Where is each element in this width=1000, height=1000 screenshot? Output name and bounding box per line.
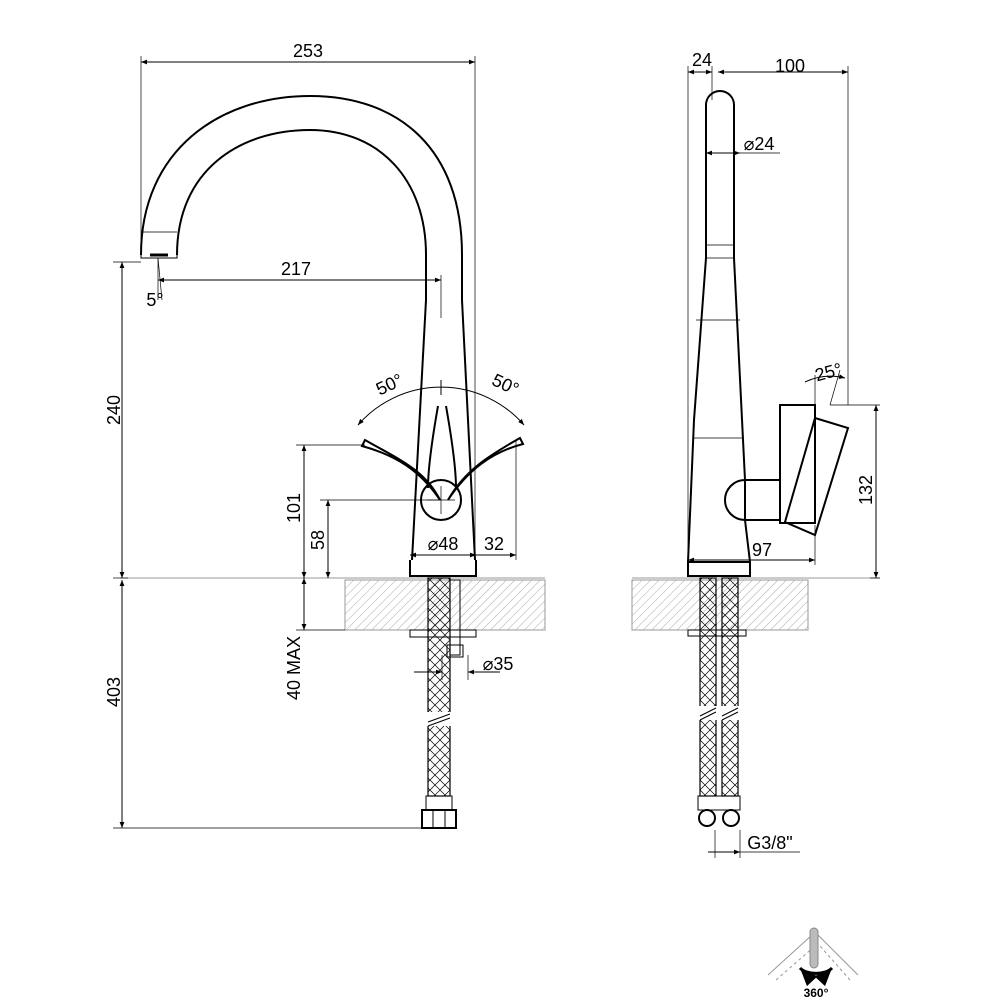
- side-handle-lever: [783, 416, 850, 537]
- dim-arc-25: [804, 374, 846, 383]
- hose-side-break-lines: [699, 707, 739, 721]
- rotation-arrow-icon: [798, 966, 834, 987]
- hose-side-fitting: [697, 795, 741, 811]
- front-view: 253 217 5° 240 50° 50° 101 58 ⌀48 32: [104, 41, 546, 829]
- hose-side-left: [699, 577, 717, 797]
- side-body: [686, 90, 752, 563]
- side-view: 24 100 ⌀24 25° 132 97 G3/8": [631, 50, 880, 858]
- dim-label-403: 403: [104, 677, 124, 707]
- body-base: [409, 560, 477, 577]
- dim-label-97: 97: [752, 540, 772, 560]
- rotation-icon-arms-dashed: [775, 945, 851, 981]
- side-base: [687, 562, 751, 577]
- side-handle-hub: [724, 479, 781, 521]
- lever-stem: [427, 405, 457, 489]
- side-shank: [687, 629, 747, 637]
- dim-label-24: 24: [692, 50, 712, 70]
- hose-fitting-front: [425, 795, 453, 811]
- rotation-icon-stem: [809, 927, 819, 969]
- dim-ext-25-slant: [829, 369, 841, 406]
- rotation-label: 360°: [804, 986, 829, 1000]
- rotation-icon: 360°: [767, 927, 859, 1000]
- side-handle-block: [779, 404, 816, 524]
- dim-label-240: 240: [104, 395, 124, 425]
- spout-outer: [140, 94, 476, 561]
- countertop-side: [631, 579, 809, 631]
- spout-tip: [140, 255, 178, 259]
- dim-label-32: 32: [484, 534, 504, 554]
- spout-inner: [176, 128, 427, 561]
- rotation-icon-arms: [767, 934, 859, 976]
- dim-label-48: ⌀48: [428, 534, 459, 554]
- dim-label-101: 101: [284, 493, 304, 523]
- dim-label-35: ⌀35: [483, 654, 514, 674]
- dim-label-25: 25°: [813, 359, 844, 385]
- hose-break-lines: [427, 713, 451, 727]
- dim-label-58: 58: [308, 530, 328, 550]
- dim-label-100: 100: [775, 56, 805, 76]
- hose-nut-front: [421, 809, 457, 829]
- dim-ext-5deg-slant: [157, 257, 163, 301]
- dim-label-132: 132: [856, 475, 876, 505]
- hose-side-right: [721, 577, 739, 797]
- dim-label-253: 253: [293, 41, 323, 61]
- dim-label-dia24: ⌀24: [744, 134, 775, 154]
- dim-label-40max: 40 MAX: [284, 636, 304, 700]
- hose-front: [427, 577, 451, 797]
- hose-side-nut-right: [722, 809, 740, 827]
- dim-label-217: 217: [281, 259, 311, 279]
- dim-label-g38: G3/8": [747, 833, 792, 853]
- hose-side-nut-left: [698, 809, 716, 827]
- dim-label-50-right: 50°: [489, 370, 522, 400]
- dim-label-5deg: 5°: [146, 290, 163, 310]
